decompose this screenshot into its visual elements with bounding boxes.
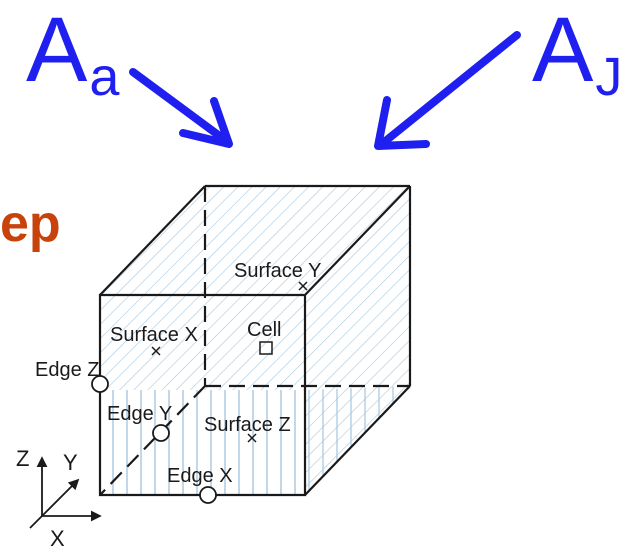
coordinate-axes: [29, 456, 102, 529]
surface-x-label: Surface X: [110, 324, 198, 346]
hidden-edges: [99, 186, 410, 496]
surface-z-marker: [247, 433, 257, 443]
axis-z-label: Z: [16, 446, 29, 471]
edge-x-marker: [199, 486, 217, 504]
current-density-label: AJ: [532, 4, 622, 104]
partial-heading: ep: [0, 195, 61, 253]
arrow-left: [129, 68, 233, 148]
cell-label: Cell: [247, 319, 281, 341]
axis-y-label: Y: [63, 450, 78, 475]
surface-x-marker: [151, 346, 161, 356]
edge-z-marker: [91, 375, 109, 393]
axis-x-label: X: [50, 526, 65, 550]
cell-marker: [259, 341, 273, 355]
vector-potential-a-label: Aa: [26, 4, 119, 104]
arrow-right: [374, 31, 521, 150]
label-j-sub: J: [595, 47, 623, 107]
label-a-sub: a: [89, 47, 120, 107]
front-face-lower: [100, 390, 305, 495]
edge-z-label: Edge Z: [35, 359, 99, 381]
front-face-upper: [100, 295, 305, 390]
cube-edges: [98, 184, 412, 497]
surface-y-label: Surface Y: [234, 260, 321, 282]
top-face: [100, 186, 410, 295]
edge-y-label: Edge Y: [107, 403, 172, 425]
surface-y-marker: [298, 281, 308, 291]
surface-z-label: Surface Z: [204, 414, 291, 436]
label-j-main: A: [532, 0, 594, 101]
edge-y-marker: [152, 424, 170, 442]
edge-x-label: Edge X: [167, 465, 233, 487]
label-a-main: A: [26, 0, 88, 101]
